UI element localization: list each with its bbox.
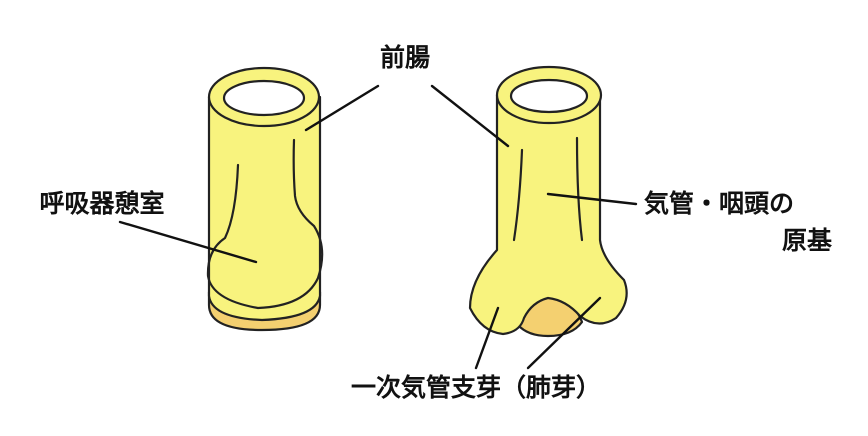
label-primary-bronchial-buds: 一次気管支芽（肺芽） [351, 373, 601, 402]
right-tube-opening [509, 78, 589, 114]
leader-foregut-left [304, 84, 380, 132]
left-tube-opening [222, 79, 306, 117]
right-inner-contour-left [512, 148, 524, 242]
right-tube-body [468, 93, 628, 336]
leader-diverticulum [118, 220, 258, 264]
leader-bud-right [526, 296, 602, 370]
label-primordium-line2: 原基 [782, 226, 832, 255]
right-foregut-figure [468, 65, 628, 338]
label-primordium-line1: 気管・咽頭の [644, 189, 794, 218]
left-foregut-figure [206, 66, 324, 332]
left-diverticulum-contour [206, 138, 324, 310]
leader-lines [118, 84, 638, 370]
leader-foregut-right [430, 84, 510, 148]
label-respiratory-diverticulum: 呼吸器憩室 [39, 189, 164, 218]
right-inner-contour-right [575, 136, 584, 242]
label-foregut: 前腸 [380, 43, 430, 72]
leader-bud-left [474, 306, 500, 370]
left-tube-body [207, 95, 322, 322]
leader-primordium [546, 192, 638, 206]
